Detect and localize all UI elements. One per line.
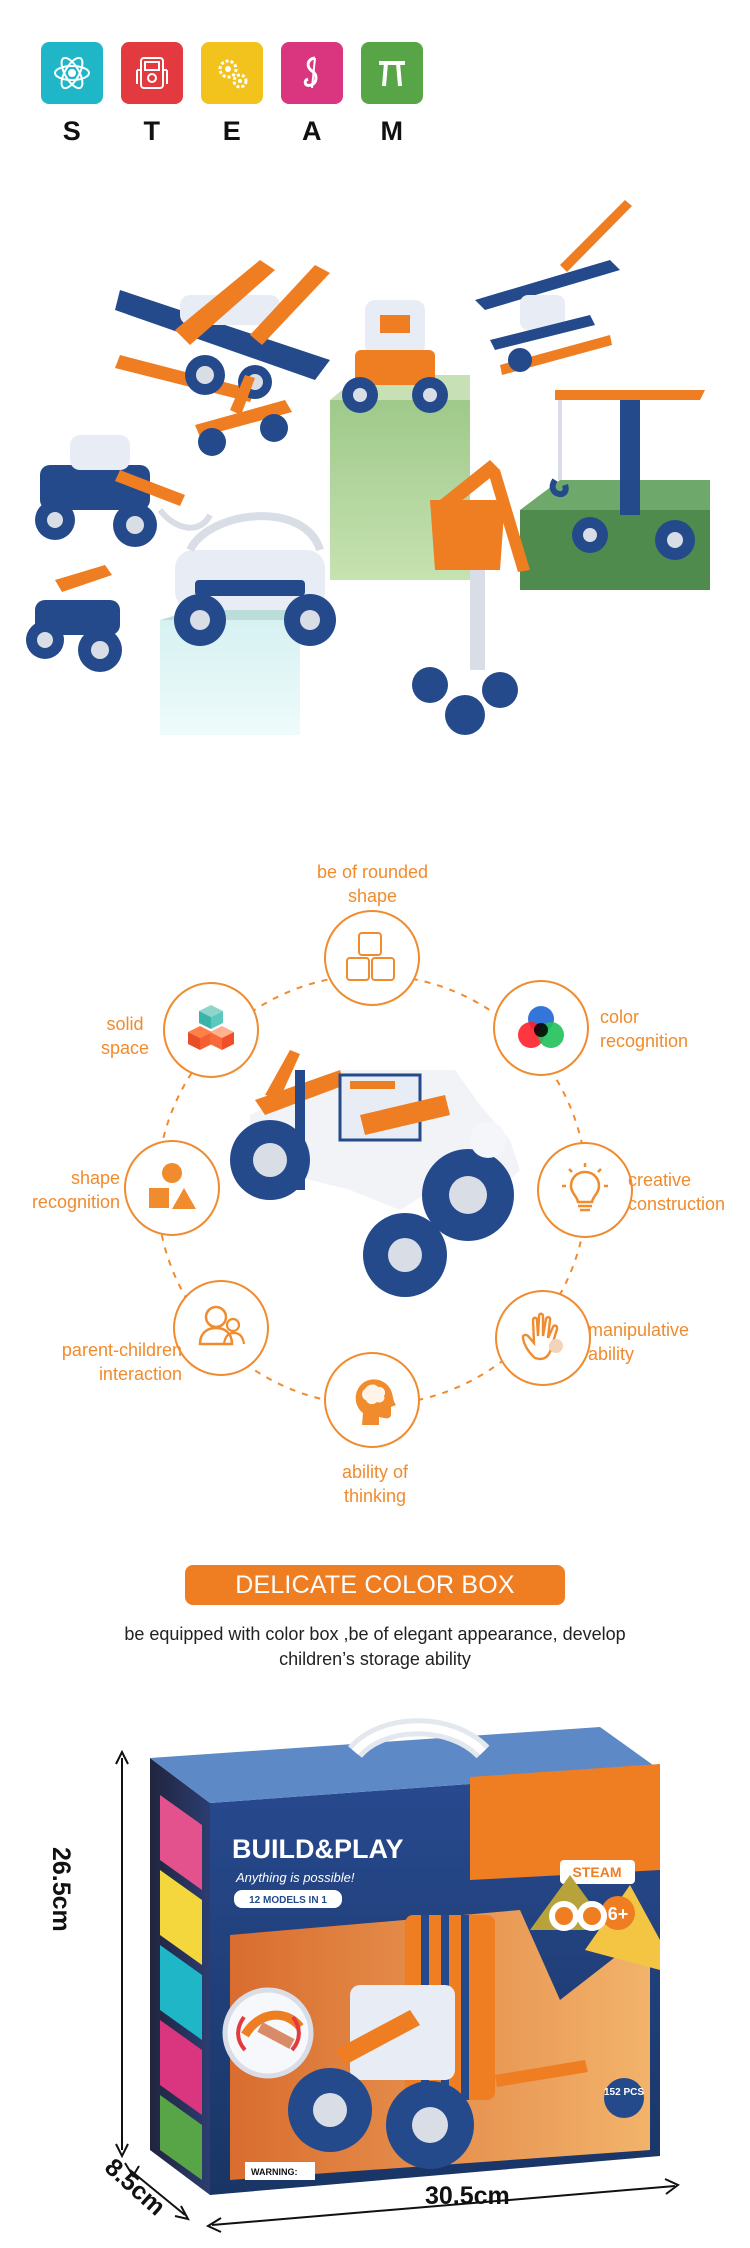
box-models-text: 12 MODELS IN 1 (249, 1895, 327, 1906)
feature-rounded-shape (324, 910, 420, 1006)
feature-parent-children-interaction (173, 1280, 269, 1376)
pcs-badge (604, 2078, 644, 2118)
steam-icon-row: S T E A (40, 42, 424, 147)
steam-letter: S (62, 116, 82, 146)
box-height-label: 26.5cm (47, 1847, 75, 1932)
box-brand: BUILD&PLAY (232, 1834, 404, 1864)
warning-text: WARNING: (251, 2167, 298, 2177)
steam-item-a: A (280, 42, 344, 147)
pcs-badge-text: 152 PCS (604, 2087, 644, 2098)
color-box-description: be equipped with color box ,be of elegan… (124, 1624, 626, 1669)
toy-models-showcase (26, 200, 710, 735)
shapes-icon (149, 1163, 196, 1209)
steam-letter: M (380, 116, 404, 146)
feature-label: color recognition (600, 1007, 689, 1051)
center-car-illustration (230, 1050, 520, 1297)
feature-ring (156, 974, 588, 1406)
color-circles-icon (518, 1006, 564, 1048)
music-note-icon (281, 42, 343, 104)
atom-icon (41, 42, 103, 104)
box-tagline: Anything is possible! (235, 1870, 355, 1885)
people-icon (198, 1305, 246, 1346)
cubes-outline-icon (346, 932, 395, 981)
quad-bike-model (26, 565, 122, 672)
product-box-illustration: STEAM BUILD&PLAY Anything is possible! 1… (115, 1718, 680, 2233)
color-box-section: DELICATE COLOR BOX be equipped with colo… (0, 1565, 750, 2248)
colored-cubes-icon (188, 1005, 234, 1050)
plane-model (115, 260, 330, 402)
multimeter-icon (121, 42, 183, 104)
steam-item-t: T (120, 42, 184, 147)
crane-model (549, 390, 705, 560)
steam-letter: E (222, 116, 242, 146)
windmill-model (412, 460, 530, 735)
feature-solid-space (163, 982, 259, 1078)
box-side-pattern (160, 1795, 202, 2180)
feature-creative-construction (537, 1142, 633, 1238)
tractor-model (35, 435, 213, 547)
feature-label: manipulative ability (588, 1320, 690, 1364)
hand-icon (521, 1312, 563, 1361)
feature-ability-of-thinking (324, 1352, 420, 1448)
steam-item-m: M (360, 42, 424, 147)
helicopter-model (475, 200, 632, 375)
feature-label: parent-children interaction (61, 1340, 182, 1384)
age-badge (601, 1896, 635, 1930)
box-top-panel (150, 1727, 660, 1803)
feature-label: shape recognition (31, 1168, 120, 1212)
pi-icon (361, 42, 423, 104)
feature-shape-recognition (124, 1140, 220, 1236)
age-badge-text: 6+ (608, 1904, 629, 1924)
steam-item-e: E (200, 42, 264, 147)
lightbulb-icon (562, 1163, 608, 1212)
box-steam-badge-text: STEAM (573, 1864, 622, 1880)
steam-letter: A (302, 116, 322, 146)
gears-icon (201, 42, 263, 104)
feature-label: be of rounded shape (316, 862, 429, 906)
feature-label: creative construction (628, 1170, 726, 1214)
feature-color-recognition (493, 980, 589, 1076)
feature-wheel: be of rounded shape color recognition cr… (0, 840, 750, 1540)
small-motorbike-model (195, 375, 292, 456)
brain-head-icon (355, 1379, 396, 1425)
box-models-pill (234, 1890, 342, 1908)
robot-model (342, 300, 448, 413)
box-product-vehicle (288, 1915, 588, 2169)
warning-box (245, 2162, 315, 2180)
steam-letter: T (143, 116, 161, 146)
box-steam-badge (560, 1860, 635, 1884)
feature-label: ability of thinking (341, 1462, 409, 1506)
steam-item-s: S (40, 42, 104, 147)
box-width-label: 30.5cm (425, 2182, 510, 2210)
feature-label: solid space (100, 1014, 150, 1058)
buggy-model (174, 512, 336, 646)
color-box-title: DELICATE COLOR BOX (185, 1565, 565, 1605)
feature-manipulative-ability (495, 1290, 591, 1386)
box-steam-badge-area (470, 1764, 660, 1880)
